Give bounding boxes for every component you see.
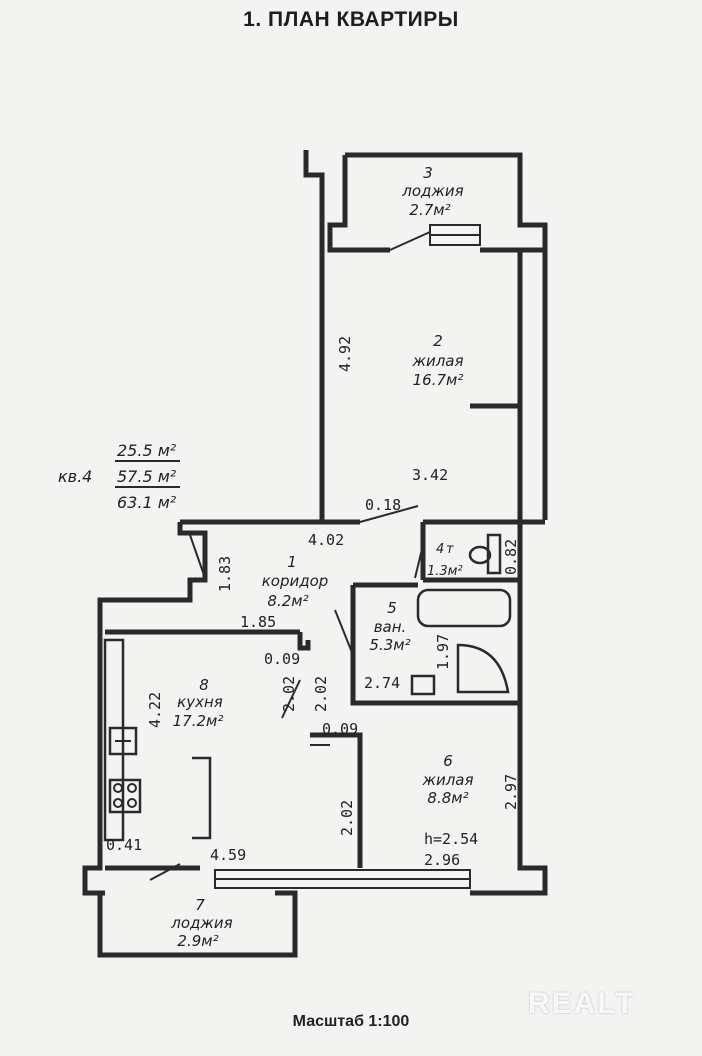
dim-1-85: 1.85 (240, 613, 276, 631)
room-3-num: 3 (423, 164, 433, 182)
room-8-num: 8 (199, 676, 209, 694)
room-1-area: 8.2м² (267, 592, 308, 610)
room-7-area: 2.9м² (177, 932, 218, 950)
room-6-num: 6 (443, 752, 453, 770)
toilet-icon (468, 545, 492, 565)
doors (149, 231, 431, 894)
area-living: 25.5 м² (117, 441, 177, 460)
room-1-num: 1 (287, 553, 297, 571)
room-3-name: лоджия (401, 182, 463, 200)
toilet-tank-icon (486, 533, 502, 575)
dim-4-22: 4.22 (146, 692, 164, 728)
stove-icon (108, 778, 142, 814)
area-total-loggia: 63.1 м² (117, 493, 177, 512)
table-icon (192, 756, 212, 840)
room-labels: 3 лоджия 2.7м² 2 жилая 16.7м² 1 коридор … (170, 164, 473, 950)
dim-2-02-b: 2.02 (312, 676, 330, 712)
dim-4-59: 4.59 (210, 846, 246, 864)
dim-0-82: 0.82 (502, 539, 520, 575)
dim-2-74: 2.74 (364, 674, 400, 692)
dim-0-09-a: 0.09 (264, 650, 300, 668)
apartment-summary: кв.4 25.5 м² 57.5 м² 63.1 м² (58, 441, 180, 512)
room-8-area: 17.2м² (173, 712, 224, 730)
watermark-logo: REALT (528, 987, 636, 1020)
dimensions: 4.92 3.42 0.18 4.02 0.82 1.83 1.85 1.97 … (106, 336, 520, 869)
room-2-name: жилая (411, 352, 463, 370)
dim-4-92: 4.92 (336, 336, 354, 372)
room-2-num: 2 (433, 332, 443, 350)
outlet-icon (410, 674, 436, 696)
room-6-name: жилая (421, 771, 473, 789)
room-4-name: т (446, 542, 454, 557)
dim-0-18: 0.18 (365, 496, 401, 514)
room-4-area: 1.3м² (427, 564, 463, 579)
dim-2-97: 2.97 (502, 774, 520, 810)
room-5-area: 5.3м² (369, 636, 410, 654)
room-1-name: коридор (262, 572, 329, 590)
dim-1-83: 1.83 (216, 556, 234, 592)
room-4-num: 4 (436, 542, 444, 557)
room-5-name: ван. (374, 618, 407, 636)
dim-0-41: 0.41 (106, 836, 142, 854)
dim-1-97: 1.97 (434, 634, 452, 670)
apartment-label: кв.4 (58, 467, 92, 486)
dim-4-02: 4.02 (308, 531, 344, 549)
walls (82, 150, 548, 958)
room-7-name: лоджия (170, 914, 232, 932)
area-total: 57.5 м² (117, 467, 177, 486)
sink-icon (108, 726, 138, 756)
dim-2-02-c: 2.02 (338, 800, 356, 836)
room-8-name: кухня (177, 693, 223, 711)
page-title: 1. ПЛАН КВАРТИРЫ (243, 8, 459, 31)
room-5-num: 5 (387, 599, 397, 617)
shower-icon (456, 643, 510, 694)
dim-2-02-a: 2.02 (280, 676, 298, 712)
room-2-area: 16.7м² (413, 371, 464, 389)
room-3-area: 2.7м² (409, 201, 450, 219)
bathtub-icon (416, 588, 512, 628)
dim-h-2-54: h=2.54 (424, 830, 478, 848)
room-6-area: 8.8м² (427, 789, 468, 807)
dim-3-42: 3.42 (412, 466, 448, 484)
dim-0-09-b: 0.09 (322, 720, 358, 738)
dim-2-96: 2.96 (424, 851, 460, 869)
scale-label: Масштаб 1:100 (292, 1013, 410, 1030)
room-7-num: 7 (195, 896, 205, 914)
fixtures (103, 533, 512, 842)
